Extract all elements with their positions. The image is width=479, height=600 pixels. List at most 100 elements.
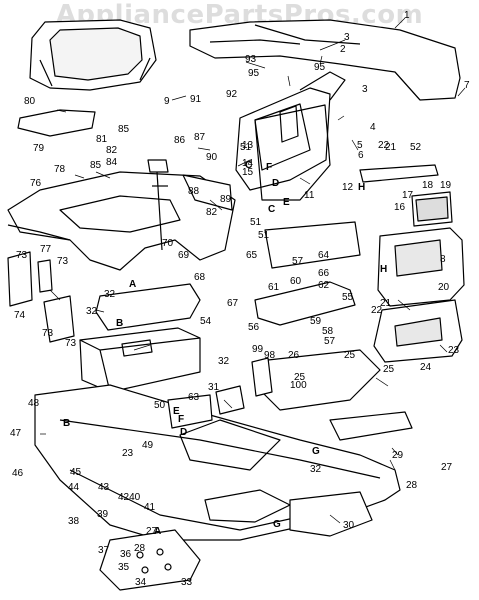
callout-c61: 61 — [268, 282, 280, 293]
battery-tray — [95, 283, 201, 331]
callout-c21a: 21 — [385, 142, 397, 153]
callout-c6: 6 — [358, 150, 364, 161]
callout-c32d: 32 — [310, 464, 322, 475]
callout-c50: 50 — [154, 400, 166, 411]
callout-c43: 43 — [98, 482, 110, 493]
connection-letter-lH1: H — [358, 182, 365, 193]
battery — [79, 327, 201, 393]
connection-letter-lC2: C — [245, 160, 252, 171]
callout-c1: 1 — [404, 10, 410, 21]
callout-c32b: 32 — [86, 306, 98, 317]
callout-c32c: 32 — [218, 356, 230, 367]
callout-c38: 38 — [68, 516, 80, 527]
callout-c2: 2 — [340, 44, 346, 55]
connection-letter-lB1: B — [116, 318, 123, 329]
callout-c85b: 85 — [90, 160, 102, 171]
callout-c32a: 32 — [104, 289, 116, 300]
callout-c90: 90 — [206, 152, 218, 163]
callout-c30: 30 — [343, 520, 355, 531]
callout-c55: 55 — [342, 292, 354, 303]
bracket-99 — [251, 357, 273, 397]
callout-c77: 77 — [40, 244, 52, 255]
callout-c98: 98 — [264, 350, 276, 361]
connection-letter-lG2: G — [273, 519, 281, 530]
callout-c12: 12 — [342, 182, 354, 193]
seat-plate — [17, 109, 96, 137]
callout-c16: 16 — [394, 202, 406, 213]
callout-c52: 52 — [410, 142, 422, 153]
dash-panel — [235, 71, 346, 191]
connection-letter-lG1: G — [312, 446, 320, 457]
callout-c78: 78 — [54, 164, 66, 175]
callout-c46: 46 — [12, 468, 24, 479]
callout-c18: 18 — [422, 180, 434, 191]
callout-c82a: 82 — [106, 145, 118, 156]
callout-c5: 5 — [357, 140, 363, 151]
connection-letter-lE1: E — [283, 197, 290, 208]
callout-c47: 47 — [10, 428, 22, 439]
callout-c28b: 28 — [134, 543, 146, 554]
callout-c89: 89 — [220, 194, 232, 205]
callout-c11: 11 — [304, 190, 315, 201]
callout-c28a: 28 — [406, 480, 418, 491]
callout-c80: 80 — [24, 96, 36, 107]
callout-c23b: 23 — [448, 345, 460, 356]
callout-c22a: 22 — [378, 140, 390, 151]
floor-plate — [259, 349, 381, 411]
callout-c57a: 57 — [292, 256, 304, 267]
headlight — [411, 191, 453, 227]
callout-c73c: 73 — [42, 328, 54, 339]
bracket-14 — [254, 104, 331, 201]
callout-c56: 56 — [248, 322, 260, 333]
callout-c27a: 27 — [441, 462, 453, 473]
callout-c22b: 22 — [371, 305, 383, 316]
hitch-bracket — [289, 491, 373, 537]
callout-c17: 17 — [402, 190, 414, 201]
callout-c33: 33 — [181, 577, 193, 588]
connection-letter-lA1: A — [129, 279, 136, 290]
hood — [189, 19, 461, 101]
callout-c86: 86 — [174, 135, 186, 146]
connection-letter-lD1: D — [272, 178, 279, 189]
callout-c51b: 51 — [250, 217, 262, 228]
callout-c13: 13 — [242, 140, 254, 151]
callout-c31: 31 — [208, 382, 220, 393]
callout-c63: 63 — [188, 392, 200, 403]
connection-letter-lA2: A — [154, 526, 161, 537]
callout-c99: 99 — [252, 344, 264, 355]
bar-52 — [359, 164, 439, 183]
callout-c23a: 23 — [122, 448, 134, 459]
callout-c87: 87 — [194, 132, 206, 143]
callout-c66: 66 — [318, 268, 330, 279]
callout-c95b: 95 — [314, 62, 326, 73]
callout-c49: 49 — [142, 440, 154, 451]
callout-c7: 7 — [464, 80, 470, 91]
seat — [29, 19, 157, 91]
callout-c57b: 57 — [324, 336, 336, 347]
connection-letter-lD2: D — [180, 427, 187, 438]
callout-c37: 37 — [98, 545, 110, 556]
callout-c14: 14 — [242, 158, 254, 169]
callout-c85a: 85 — [118, 124, 130, 135]
callout-c84: 84 — [106, 157, 118, 168]
callout-c3a: 3 — [344, 32, 350, 43]
callout-c74: 74 — [14, 310, 26, 321]
callout-c60: 60 — [290, 276, 302, 287]
control-bracket — [182, 174, 233, 211]
connection-letter-lE2: E — [173, 406, 180, 417]
front-grille — [373, 227, 465, 363]
hitch-plate — [99, 529, 201, 591]
callout-c4: 4 — [370, 122, 376, 133]
callout-c68: 68 — [194, 272, 206, 283]
callout-c51a: 51 — [240, 142, 252, 153]
callout-c19: 19 — [440, 180, 452, 191]
callout-c44: 44 — [68, 482, 80, 493]
callout-c25a: 25 — [344, 350, 356, 361]
callout-c51c: 51 — [258, 230, 270, 241]
callout-c24: 24 — [420, 362, 432, 373]
callout-c69: 69 — [178, 250, 190, 261]
